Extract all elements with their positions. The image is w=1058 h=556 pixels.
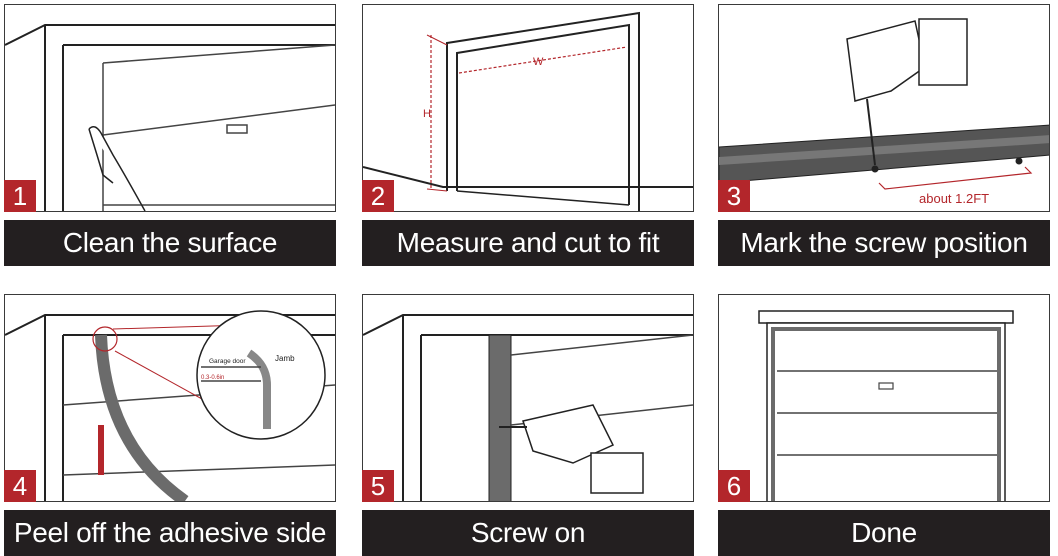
step-caption: Peel off the adhesive side xyxy=(4,510,336,556)
step-number-badge: 4 xyxy=(4,470,36,502)
step-number-badge: 6 xyxy=(718,470,750,502)
step-caption: Measure and cut to fit xyxy=(362,220,694,266)
step-panel-3: about 1.2FT 3 Mark the screw position xyxy=(718,4,1050,266)
garage-door-label: Garage door xyxy=(209,358,246,365)
step-panel-6: 6 Done xyxy=(718,294,1050,556)
width-label: W xyxy=(533,56,544,68)
step-caption: Screw on xyxy=(362,510,694,556)
mark-screw-illustration: about 1.2FT xyxy=(718,4,1050,212)
measure-illustration: W H xyxy=(362,4,694,212)
step-number-badge: 3 xyxy=(718,180,750,212)
step-caption: Clean the surface xyxy=(4,220,336,266)
step-panel-5: 5 Screw on xyxy=(362,294,694,556)
step-panel-2: W H 2 Measure and cut to fit xyxy=(362,4,694,266)
step-caption: Mark the screw position xyxy=(718,220,1050,266)
step-number-badge: 5 xyxy=(362,470,394,502)
step-panel-4: Garage door Jamb 0.3-0.6in 4 Peel off th… xyxy=(4,294,336,556)
done-illustration xyxy=(718,294,1050,502)
step-number-badge: 2 xyxy=(362,180,394,212)
height-label: H xyxy=(423,108,431,120)
step-number-badge: 1 xyxy=(4,180,36,212)
screw-on-illustration xyxy=(362,294,694,502)
distance-label: about 1.2FT xyxy=(919,191,989,206)
peel-adhesive-illustration: Garage door Jamb 0.3-0.6in xyxy=(4,294,336,502)
step-caption: Done xyxy=(718,510,1050,556)
jamb-label: Jamb xyxy=(275,354,295,363)
gap-label: 0.3-0.6in xyxy=(201,375,224,381)
step-panel-1: 1 Clean the surface xyxy=(4,4,336,266)
clean-surface-illustration xyxy=(4,4,336,212)
